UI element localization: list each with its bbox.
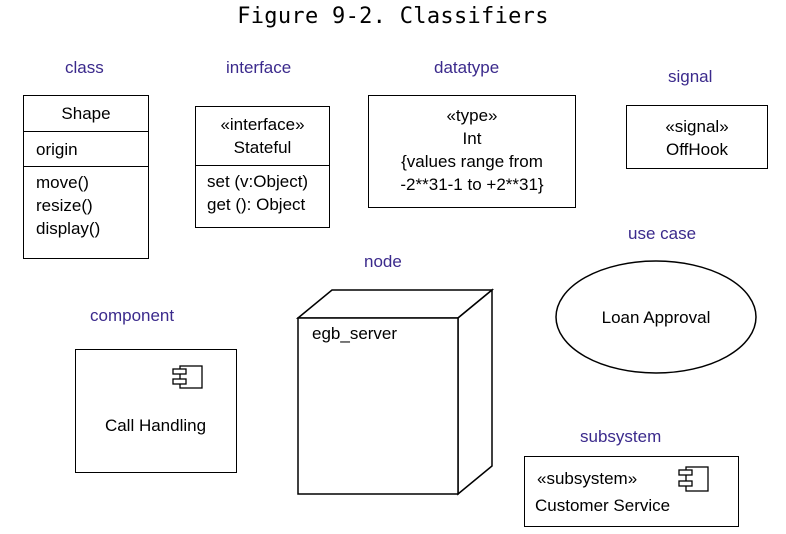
subsystem-stereotype: «subsystem»: [537, 469, 638, 488]
class-caption: class: [65, 58, 104, 77]
interface-box: «interface» Stateful set (v:Object) get …: [195, 106, 330, 228]
interface-stereotype: «interface»: [220, 115, 305, 134]
interface-operations: set (v:Object) get (): Object: [196, 166, 329, 216]
subsystem-component-icon: [678, 466, 709, 492]
figure-title: Figure 9-2. Classifiers: [237, 4, 549, 29]
use-case-caption: use case: [628, 224, 697, 243]
datatype-box: «type» Int {values range from -2**31-1 t…: [368, 95, 576, 208]
node-name: egb_server: [312, 324, 398, 343]
datatype-stereotype: «type»: [446, 106, 498, 125]
component-icon: [172, 365, 203, 389]
interface-header: «interface» Stateful: [196, 107, 329, 166]
use-case-ellipse: [555, 260, 757, 374]
node-cube: [295, 288, 495, 496]
signal-box: «signal» OffHook: [626, 105, 768, 169]
node-front-face: [297, 317, 459, 495]
node-side-face: [457, 288, 493, 496]
use-case-name: Loan Approval: [601, 308, 711, 327]
node-caption: node: [364, 252, 402, 271]
class-attribute: origin: [24, 132, 148, 167]
interface-caption: interface: [226, 58, 292, 77]
signal-caption: signal: [668, 67, 713, 86]
component-box: Call Handling: [75, 349, 237, 473]
signal-stereotype: «signal»: [665, 117, 729, 136]
datatype-constraint-line: -2**31-1 to +2**31}: [400, 175, 544, 194]
datatype-constraint-line: {values range from: [401, 152, 543, 171]
subsystem-caption: subsystem: [580, 427, 662, 446]
class-operations: move() resize() display(): [24, 167, 148, 240]
component-name: Call Handling: [104, 416, 207, 435]
datatype-name: Int: [462, 129, 482, 148]
class-operation: move(): [36, 173, 89, 192]
class-operation: display(): [36, 219, 101, 238]
signal-name: OffHook: [665, 140, 729, 159]
subsystem-name: Customer Service: [535, 496, 671, 515]
component-caption: component: [90, 306, 175, 325]
interface-operation: set (v:Object): [207, 172, 309, 191]
class-operation: resize(): [36, 196, 93, 215]
class-name: Shape: [24, 96, 148, 132]
interface-operation: get (): Object: [207, 195, 306, 214]
datatype-caption: datatype: [434, 58, 500, 77]
class-box: Shape origin move() resize() display(): [23, 95, 149, 259]
interface-name: Stateful: [233, 138, 292, 157]
